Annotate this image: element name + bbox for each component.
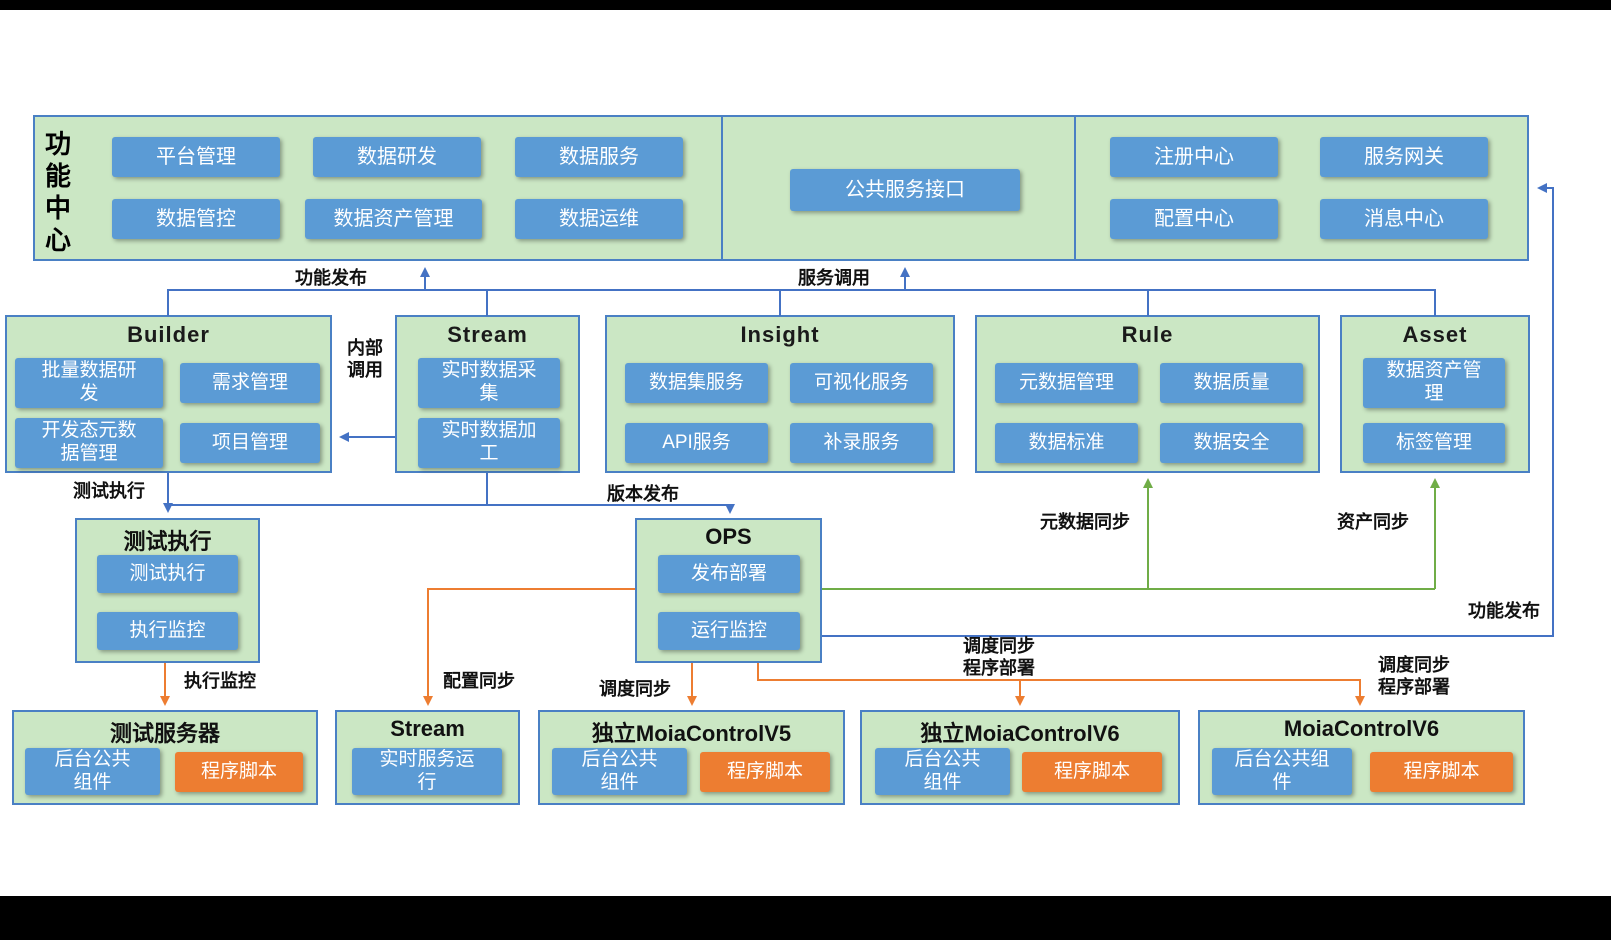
node-registry-center: 注册中心 — [1110, 137, 1278, 177]
ops-title: OPS — [705, 524, 752, 549]
node-data-security: 数据安全 — [1160, 423, 1303, 463]
node-runtime-monitor: 运行监控 — [658, 612, 800, 650]
section-divider-left — [721, 115, 723, 261]
edge-label-metadata-sync: 元数据同步 — [1040, 512, 1130, 532]
node-program-script: 程序脚本 — [700, 752, 830, 792]
node-dev-metadata-management: 开发态元数据管理 — [15, 418, 163, 468]
edge-label-version-publish: 版本发布 — [607, 484, 679, 504]
node-service-gateway: 服务网关 — [1320, 137, 1488, 177]
node-project-management: 项目管理 — [180, 423, 320, 463]
edge-label-service-call: 服务调用 — [798, 268, 870, 288]
node-metadata-management: 元数据管理 — [995, 363, 1138, 403]
node-program-script: 程序脚本 — [1022, 752, 1162, 792]
node-api-service: API服务 — [625, 423, 768, 463]
module-rule-title: Rule — [1121, 322, 1174, 347]
module-insight-title: Insight — [740, 322, 820, 347]
node-data-development: 数据研发 — [313, 137, 481, 177]
node-realtime-data-processing: 实时数据加工 — [418, 418, 560, 468]
node-execution-monitor: 执行监控 — [97, 612, 238, 650]
node-platform-management: 平台管理 — [112, 137, 280, 177]
edge-label-execute-monitor: 执行监控 — [184, 671, 256, 691]
module-asset-title: Asset — [1402, 322, 1468, 347]
node-data-asset-management: 数据资产管理 — [305, 199, 482, 239]
module-builder-title: Builder — [127, 322, 210, 347]
moia-v6-standalone-title: 独立MoiaControlV6 — [920, 721, 1120, 746]
letterbox-top — [0, 0, 1611, 10]
node-data-operations: 数据运维 — [515, 199, 683, 239]
node-program-script: 程序脚本 — [175, 752, 303, 792]
edge-label-asset-sync: 资产同步 — [1337, 512, 1409, 532]
green-connectors — [822, 478, 1440, 590]
stream-runtime-title: Stream — [390, 716, 465, 741]
node-public-service-interface: 公共服务接口 — [790, 169, 1020, 211]
node-message-center: 消息中心 — [1320, 199, 1488, 239]
node-requirement-management: 需求管理 — [180, 363, 320, 403]
test-exec-title: 测试执行 — [123, 529, 212, 554]
edge-label-schedule-deploy-right: 调度同步 程序部署 — [1378, 655, 1450, 697]
node-data-standard: 数据标准 — [995, 423, 1138, 463]
test-server-title: 测试服务器 — [109, 721, 220, 746]
node-tag-management: 标签管理 — [1363, 423, 1505, 463]
moia-v5-title: 独立MoiaControlV5 — [591, 721, 792, 746]
node-config-center: 配置中心 — [1110, 199, 1278, 239]
node-data-governance: 数据管控 — [112, 199, 280, 239]
node-supplement-service: 补录服务 — [790, 423, 933, 463]
node-asset-data-asset-management: 数据资产管理 — [1363, 358, 1505, 408]
edge-label-test-execute: 测试执行 — [73, 481, 145, 501]
node-test-execution: 测试执行 — [97, 555, 238, 593]
edge-label-config-sync: 配置同步 — [443, 671, 515, 691]
node-batch-data-development: 批量数据研发 — [15, 358, 163, 408]
node-backend-common-component: 后台公共组件 — [875, 748, 1010, 795]
node-realtime-service-run: 实时服务运行 — [352, 748, 502, 795]
edge-label-function-publish: 功能发布 — [295, 268, 367, 288]
function-center-title: 功能中心 — [44, 129, 71, 255]
node-release-deploy: 发布部署 — [658, 555, 800, 593]
module-stream-title: Stream — [447, 322, 528, 347]
edge-label-schedule-sync: 调度同步 — [599, 679, 671, 699]
node-backend-common-component: 后台公共组件 — [25, 748, 160, 795]
edge-label-function-publish-right: 功能发布 — [1468, 601, 1540, 621]
node-backend-common-component: 后台公共组件 — [1212, 748, 1352, 795]
letterbox-bottom — [0, 896, 1611, 940]
section-divider-right — [1074, 115, 1076, 261]
edge-label-internal-call: 内部 调用 — [347, 338, 383, 380]
node-data-quality: 数据质量 — [1160, 363, 1303, 403]
node-program-script: 程序脚本 — [1370, 752, 1513, 792]
node-data-service: 数据服务 — [515, 137, 683, 177]
node-realtime-data-collection: 实时数据采集 — [418, 358, 560, 408]
node-dataset-service: 数据集服务 — [625, 363, 768, 403]
edge-label-schedule-deploy-mid: 调度同步 程序部署 — [963, 636, 1035, 678]
moia-v6-title: MoiaControlV6 — [1283, 716, 1440, 741]
node-visualization-service: 可视化服务 — [790, 363, 933, 403]
node-backend-common-component: 后台公共组件 — [552, 748, 687, 795]
